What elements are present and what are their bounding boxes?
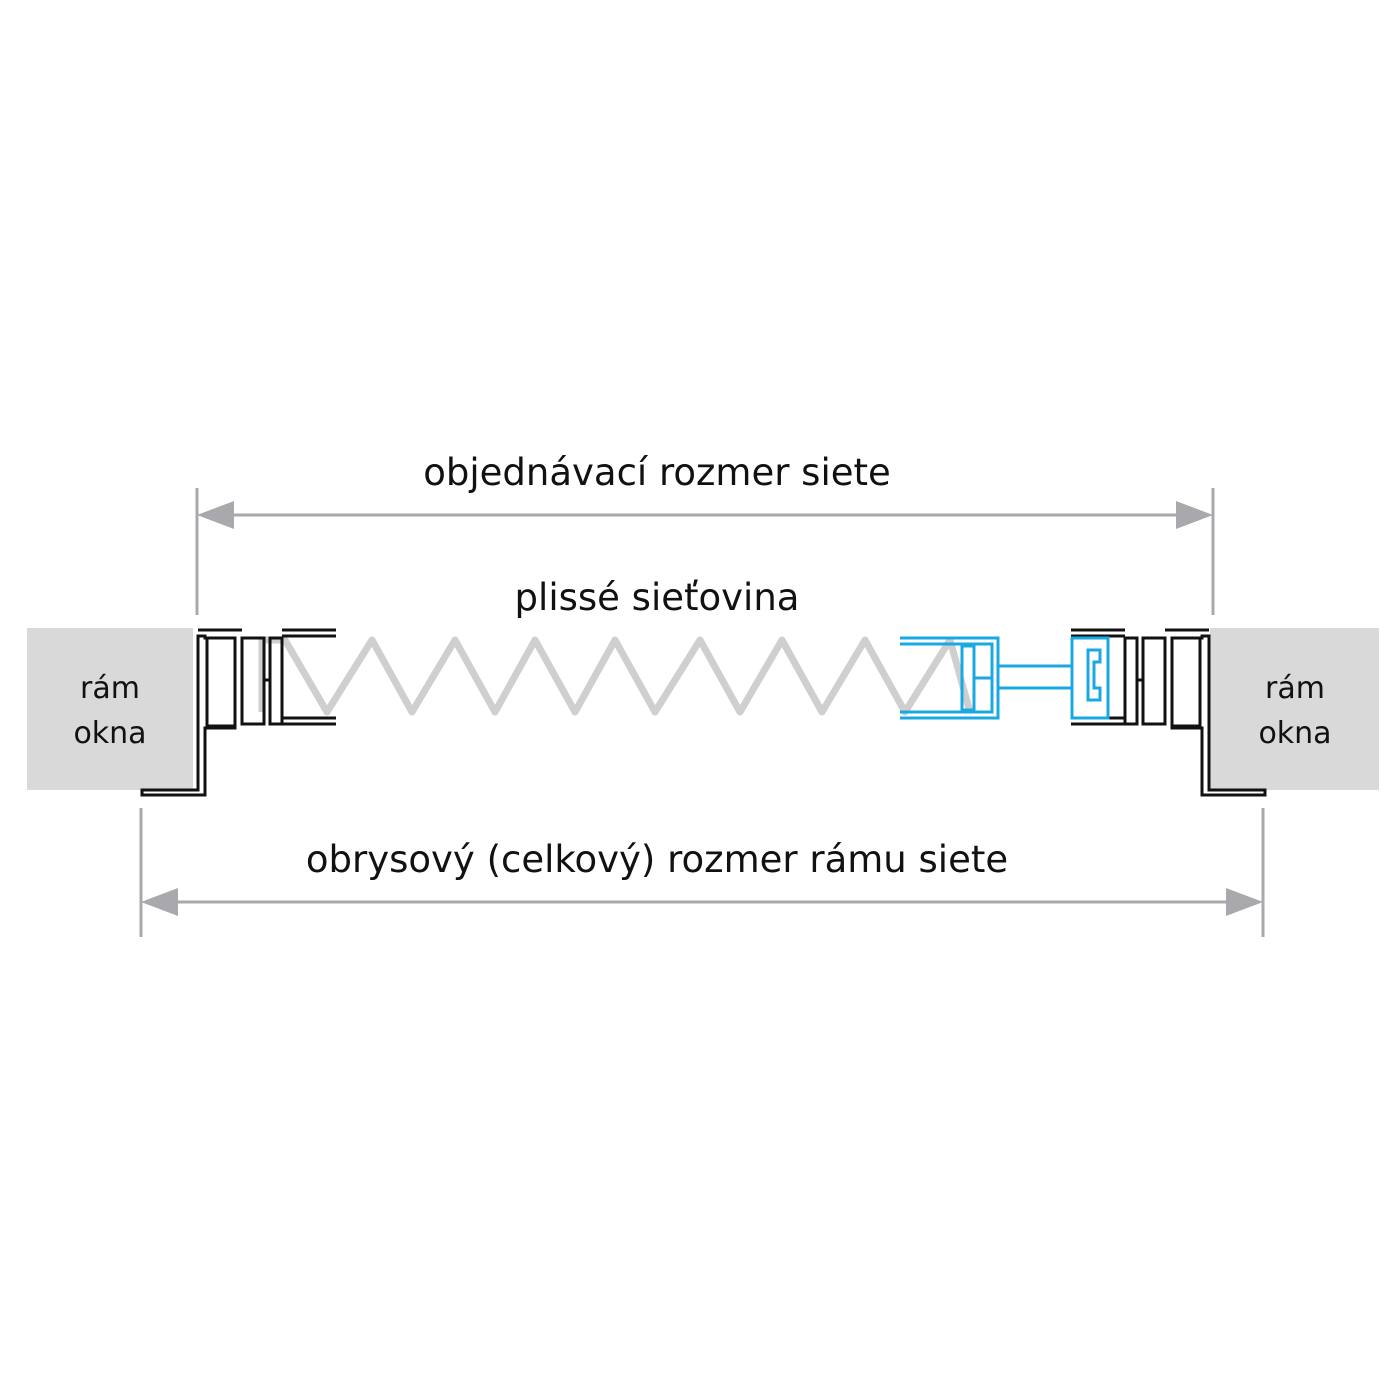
right-frame-profile <box>1071 628 1267 797</box>
overall-dimension-label: obrysový (celkový) rozmer rámu siete <box>306 838 1008 881</box>
movable-sash-profile <box>900 636 1110 720</box>
order-dimension-label: objednávací rozmer siete <box>423 451 891 494</box>
order-dimension-line <box>195 488 1215 615</box>
window-frame-left-label-line1: rám <box>80 671 140 706</box>
left-frame-profile <box>140 628 336 797</box>
pleated-mesh-label: plissé sieťovina <box>515 576 800 619</box>
overall-dimension-line <box>139 808 1265 937</box>
arrowhead-right <box>1176 501 1213 529</box>
window-frame-right-label-line1: rám <box>1265 671 1325 706</box>
arrowhead-right <box>1226 888 1263 916</box>
arrowhead-left <box>141 888 178 916</box>
window-frame-right-label-line2: okna <box>1258 716 1331 751</box>
window-frame-left: rám okna <box>27 628 193 790</box>
window-frame-left-label-line2: okna <box>73 716 146 751</box>
arrowhead-left <box>197 501 234 529</box>
window-frame-right: rám okna <box>1210 628 1379 790</box>
pleated-mesh <box>258 636 974 716</box>
